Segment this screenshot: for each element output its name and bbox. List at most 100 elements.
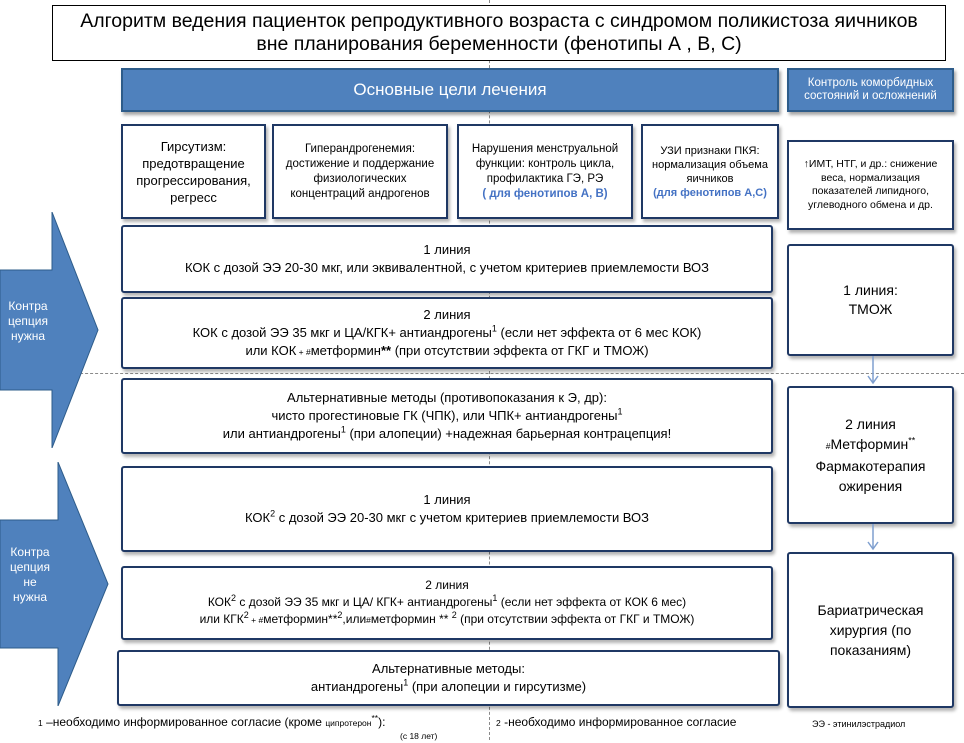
not-needed-first-line-row: КОК2 с дозой ЭЭ 20-30 мкг с учетом крите… <box>245 509 649 527</box>
goal-hyperandrogenemia-text: Гиперандрогенемия: достижение и поддержа… <box>285 142 435 200</box>
comorbid-banner-label: Контроль коморбидных состояний и осложне… <box>804 77 937 102</box>
not-needed-second-text-6: ,или <box>342 612 367 626</box>
footnote-number-1: 1 <box>38 718 43 728</box>
comorbid-second-line-head: 2 линия <box>845 416 896 432</box>
arrow-not-needed-word-3: не <box>23 575 37 589</box>
bariatric-surgery-box: Бариатрическая хирургия (по показаниям) <box>787 552 954 708</box>
comorbid-first-line-text: ТМОЖ <box>848 301 893 317</box>
comorbid-first-line-box: 1 линия: ТМОЖ <box>787 244 954 356</box>
footnote-2-text: -необходимо информированное согласие <box>500 715 737 729</box>
goals-banner: Основные цели лечения <box>121 68 779 112</box>
alternative-methods-1-text-4: (при алопеции) +надежная барьерная контр… <box>345 426 672 441</box>
goals-banner-label: Основные цели лечения <box>353 80 547 99</box>
not-needed-second-line-box: 2 линия КОК2 с дозой ЭЭ 35 мкг и ЦА/ КГК… <box>121 566 773 640</box>
contraception-needed-arrow <box>0 212 99 448</box>
goal-uzi: УЗИ признаки ПКЯ: нормализация объема яи… <box>641 124 779 219</box>
comorbid-first-line-head: 1 линия: <box>843 282 898 298</box>
hash-mark: # <box>825 441 831 451</box>
not-needed-first-line-head: 1 линия <box>423 492 471 507</box>
needed-second-line-head: 2 линия <box>423 306 471 322</box>
not-needed-first-line-text-2: с дозой ЭЭ 20-30 мкг с учетом критериев … <box>275 510 650 525</box>
not-needed-second-text-3: (если нет эффекта от КОК 6 мес) <box>497 595 687 609</box>
alternative-methods-contraception-box: Альтернативные методы (противопоказания … <box>121 378 773 454</box>
hash-mark: + # <box>296 346 311 357</box>
alternative-methods-1-line-1: Альтернативные методы (противопоказания … <box>287 390 607 405</box>
needed-second-line-text-1: КОК с дозой ЭЭ 35 мкг и ЦА/КГК+ антиандр… <box>192 324 492 340</box>
not-needed-second-text-1: КОК <box>207 595 232 609</box>
needed-second-line-text-3: или КОК <box>245 342 297 358</box>
hash-mark: + # <box>248 615 264 625</box>
goal-comorbid-text: ↑ИМТ, НТГ, и др.: снижение веса, нормали… <box>803 158 938 211</box>
footnote-ref: 2 <box>337 610 343 620</box>
comorbid-second-line-drug: #Метформин** <box>826 434 916 456</box>
footnote-ref: 1 <box>340 424 346 435</box>
needed-second-line-text-2: (если нет эффекта от 6 мес КОК) <box>496 324 702 340</box>
alternative-methods-2-line-2: антиандрогены1 (при алопеции и гирсутизм… <box>311 678 586 696</box>
footnote-ref: 1 <box>403 677 409 688</box>
footnote-ref: 2 <box>243 610 249 620</box>
arrow-down-icon <box>867 524 879 551</box>
footnote-2: 2 -необходимо информированное согласие <box>496 715 736 729</box>
goal-comorbid: ↑ИМТ, НТГ, и др.: снижение веса, нормали… <box>787 140 954 230</box>
comorbid-second-line-text: Фармакотерапия ожирения <box>815 458 926 494</box>
double-star-mark: ** <box>908 435 916 446</box>
needed-second-line-text-4: метформин <box>310 342 381 358</box>
footnote-ref: 1 <box>491 323 497 334</box>
needed-first-line-text: КОК с дозой ЭЭ 20-30 мкг, или эквивалент… <box>184 260 710 275</box>
not-needed-second-text-2: с дозой ЭЭ 35 мкг и ЦА/ КГК+ антиандроге… <box>236 595 493 609</box>
footnote-ref: 1 <box>617 406 623 417</box>
title-line-1: Алгоритм ведения пациенток репродуктивно… <box>80 10 918 32</box>
alternative-methods-2-text-1: антиандрогены <box>310 679 404 694</box>
footnote-ref: 1 <box>492 593 498 603</box>
goal-uzi-note: (для фенотипов А,С) <box>653 186 767 199</box>
goal-hirsutism: Гирсутизм: предотвращение прогрессирован… <box>121 124 266 219</box>
comorbid-second-line-box: 2 линия #Метформин** Фармакотерапия ожир… <box>787 386 954 524</box>
arrow-needed-word-2: цепция <box>8 313 48 328</box>
needed-first-line-head: 1 линия <box>423 242 471 257</box>
arrow-not-needed-word-1: Контра <box>10 545 50 559</box>
hash-mark: # <box>366 615 371 625</box>
goal-menstrual: Нарушения менструальной функции: контрол… <box>457 124 633 219</box>
alternative-methods-1-line-3: или антиандрогены1 (при алопеции) +надеж… <box>223 425 671 443</box>
vertical-guide-line <box>489 0 490 740</box>
alternative-methods-1-text-2: чисто прогестиновые ГК (ЧПК), или ЧПК+ а… <box>271 408 618 423</box>
arrow-not-needed-word-2: цепция <box>10 560 50 574</box>
comorbid-banner: Контроль коморбидных состояний и осложне… <box>787 68 954 112</box>
not-needed-second-line-row-2: или КГК2 + #метформин**2,или#метформин *… <box>200 611 695 629</box>
footnote-ref: 2 <box>451 610 457 620</box>
needed-first-line-box: 1 линия КОК с дозой ЭЭ 20-30 мкг, или эк… <box>121 225 773 293</box>
goal-menstrual-note: ( для фенотипов А, В) <box>482 187 608 200</box>
contraception-not-needed-arrow <box>0 462 109 706</box>
not-needed-second-line-head: 2 линия <box>425 578 469 592</box>
alternative-methods-1-line-2: чисто прогестиновые ГК (ЧПК), или ЧПК+ а… <box>271 407 622 425</box>
goal-uzi-text: УЗИ признаки ПКЯ: нормализация объема яи… <box>652 144 768 185</box>
not-needed-second-line-row-1: КОК2 с дозой ЭЭ 35 мкг и ЦА/ КГК+ антиан… <box>208 594 686 611</box>
not-needed-second-text-5: метформин** <box>263 612 338 626</box>
footnote-number-2: 2 <box>496 718 501 728</box>
footnote-1-drug: ципротерон <box>325 718 372 728</box>
horizontal-guide-line <box>0 373 964 374</box>
double-star-mark: ** <box>380 342 392 358</box>
bariatric-surgery-text: Бариатрическая хирургия (по показаниям) <box>817 602 924 658</box>
not-needed-second-text-7: метформин ** <box>370 612 452 626</box>
not-needed-second-text-8: (при отсутствии эффекта от ГКГ и ТМОЖ) <box>456 612 695 626</box>
needed-second-line-row-2: или КОК + #метформин** (при отсутствии э… <box>245 342 648 361</box>
footnote-1-age-note: (с 18 лет) <box>400 731 438 741</box>
footnote-1-end: ): <box>378 715 386 729</box>
needed-second-line-text-5: (при отсутствии эффекта от ГКГ и ТМОЖ) <box>391 342 649 358</box>
footnote-ref: 2 <box>270 508 276 519</box>
arrow-not-needed-word-4: нужна <box>12 590 48 604</box>
footnote-ref: 2 <box>231 593 237 603</box>
not-needed-first-line-text-1: КОК <box>244 510 271 525</box>
abbreviation-note: ЭЭ - этинилэстрадиол <box>812 719 906 729</box>
alternative-methods-2-text-2: (при алопеции и гирсутизме) <box>408 679 587 694</box>
alternative-methods-antiandrogens-box: Альтернативные методы: антиандрогены1 (п… <box>117 650 780 706</box>
arrow-needed-word-1: Контра <box>8 298 48 313</box>
contraception-not-needed-label: Контра цепция не нужна <box>2 542 58 608</box>
needed-second-line-box: 2 линия КОК с дозой ЭЭ 35 мкг и ЦА/КГК+ … <box>121 297 773 369</box>
not-needed-first-line-box: 1 линия КОК2 с дозой ЭЭ 20-30 мкг с учет… <box>121 466 773 552</box>
page-title: Алгоритм ведения пациенток репродуктивно… <box>52 5 946 61</box>
alternative-methods-2-line-1: Альтернативные методы: <box>372 661 525 676</box>
title-line-2: вне планирования беременности (фенотипы … <box>256 33 742 55</box>
metformin-label: Метформин <box>830 436 909 452</box>
